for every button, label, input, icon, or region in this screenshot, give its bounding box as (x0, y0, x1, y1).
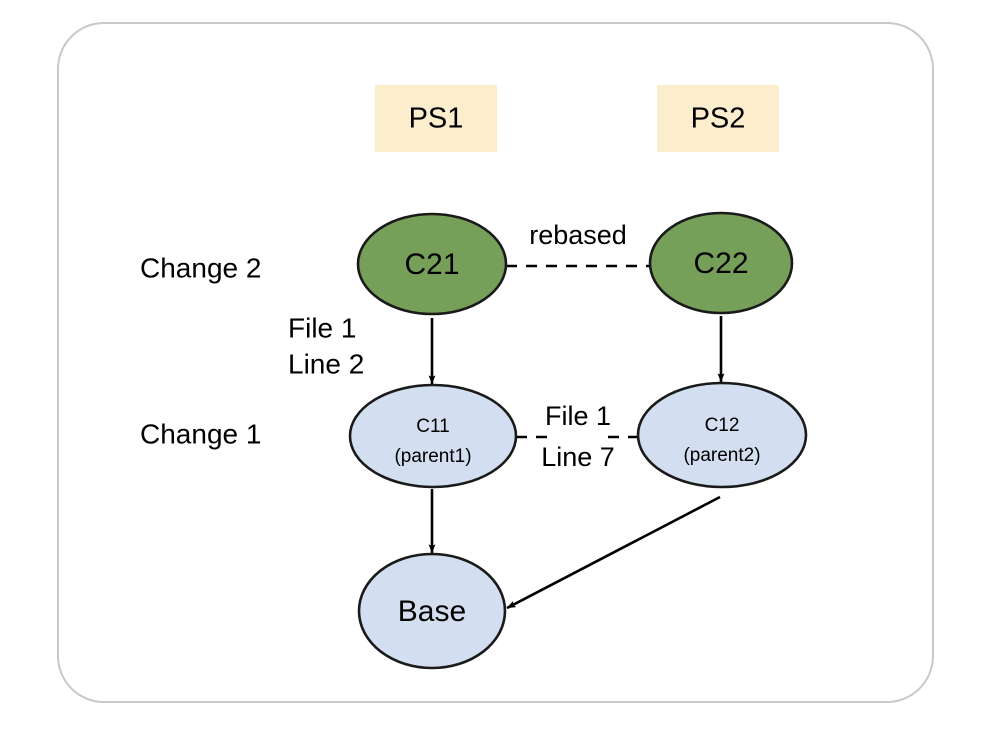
annotation-file1-line2: File 1 Line 2 (288, 312, 364, 379)
edge-label-file1-line7: File 1 Line 7 (541, 401, 615, 472)
annotation-file1-line2-line-1: File 1 (288, 312, 356, 343)
node-c11-label: C11 (416, 416, 449, 437)
row-label-change-1: Change 1 (140, 418, 261, 449)
edge-c12-to-base (506, 495, 721, 610)
edge-label-file1-line7-line-1: File 1 (545, 401, 611, 431)
node-c21-label: C21 (404, 248, 459, 281)
node-base[interactable]: Base (357, 552, 507, 670)
ps1-box (375, 85, 497, 152)
node-base-label: Base (398, 595, 466, 628)
node-c12-label: C12 (705, 415, 740, 436)
node-c11-sublabel: (parent1) (394, 446, 471, 467)
node-c12[interactable]: C12 (parent2) (636, 381, 808, 489)
node-c11-shape[interactable] (348, 383, 518, 489)
node-c12-sublabel: (parent2) (683, 445, 760, 466)
node-c22-shape[interactable] (648, 211, 794, 315)
node-c12-shape[interactable] (636, 381, 808, 489)
node-c22[interactable]: C22 (648, 211, 794, 315)
edge-label-rebased: rebased (529, 220, 627, 250)
node-c21-shape[interactable] (356, 212, 508, 316)
diagram-frame (57, 22, 934, 703)
ps2-box (657, 85, 779, 152)
node-base-shape[interactable] (357, 552, 507, 670)
node-c22-label: C22 (693, 247, 748, 280)
row-label-change-2: Change 2 (140, 252, 261, 283)
patchset-header-ps1: PS1 (375, 85, 497, 152)
node-c11[interactable]: C11 (parent1) (348, 383, 518, 489)
annotation-file1-line2-line-2: Line 2 (288, 348, 364, 379)
ps2-label: PS2 (691, 103, 746, 135)
edge-label-file1-line7-line-2: Line 7 (541, 442, 615, 472)
ps1-label: PS1 (409, 103, 464, 135)
node-c21[interactable]: C21 (356, 212, 508, 316)
patchset-header-ps2: PS2 (657, 85, 779, 152)
